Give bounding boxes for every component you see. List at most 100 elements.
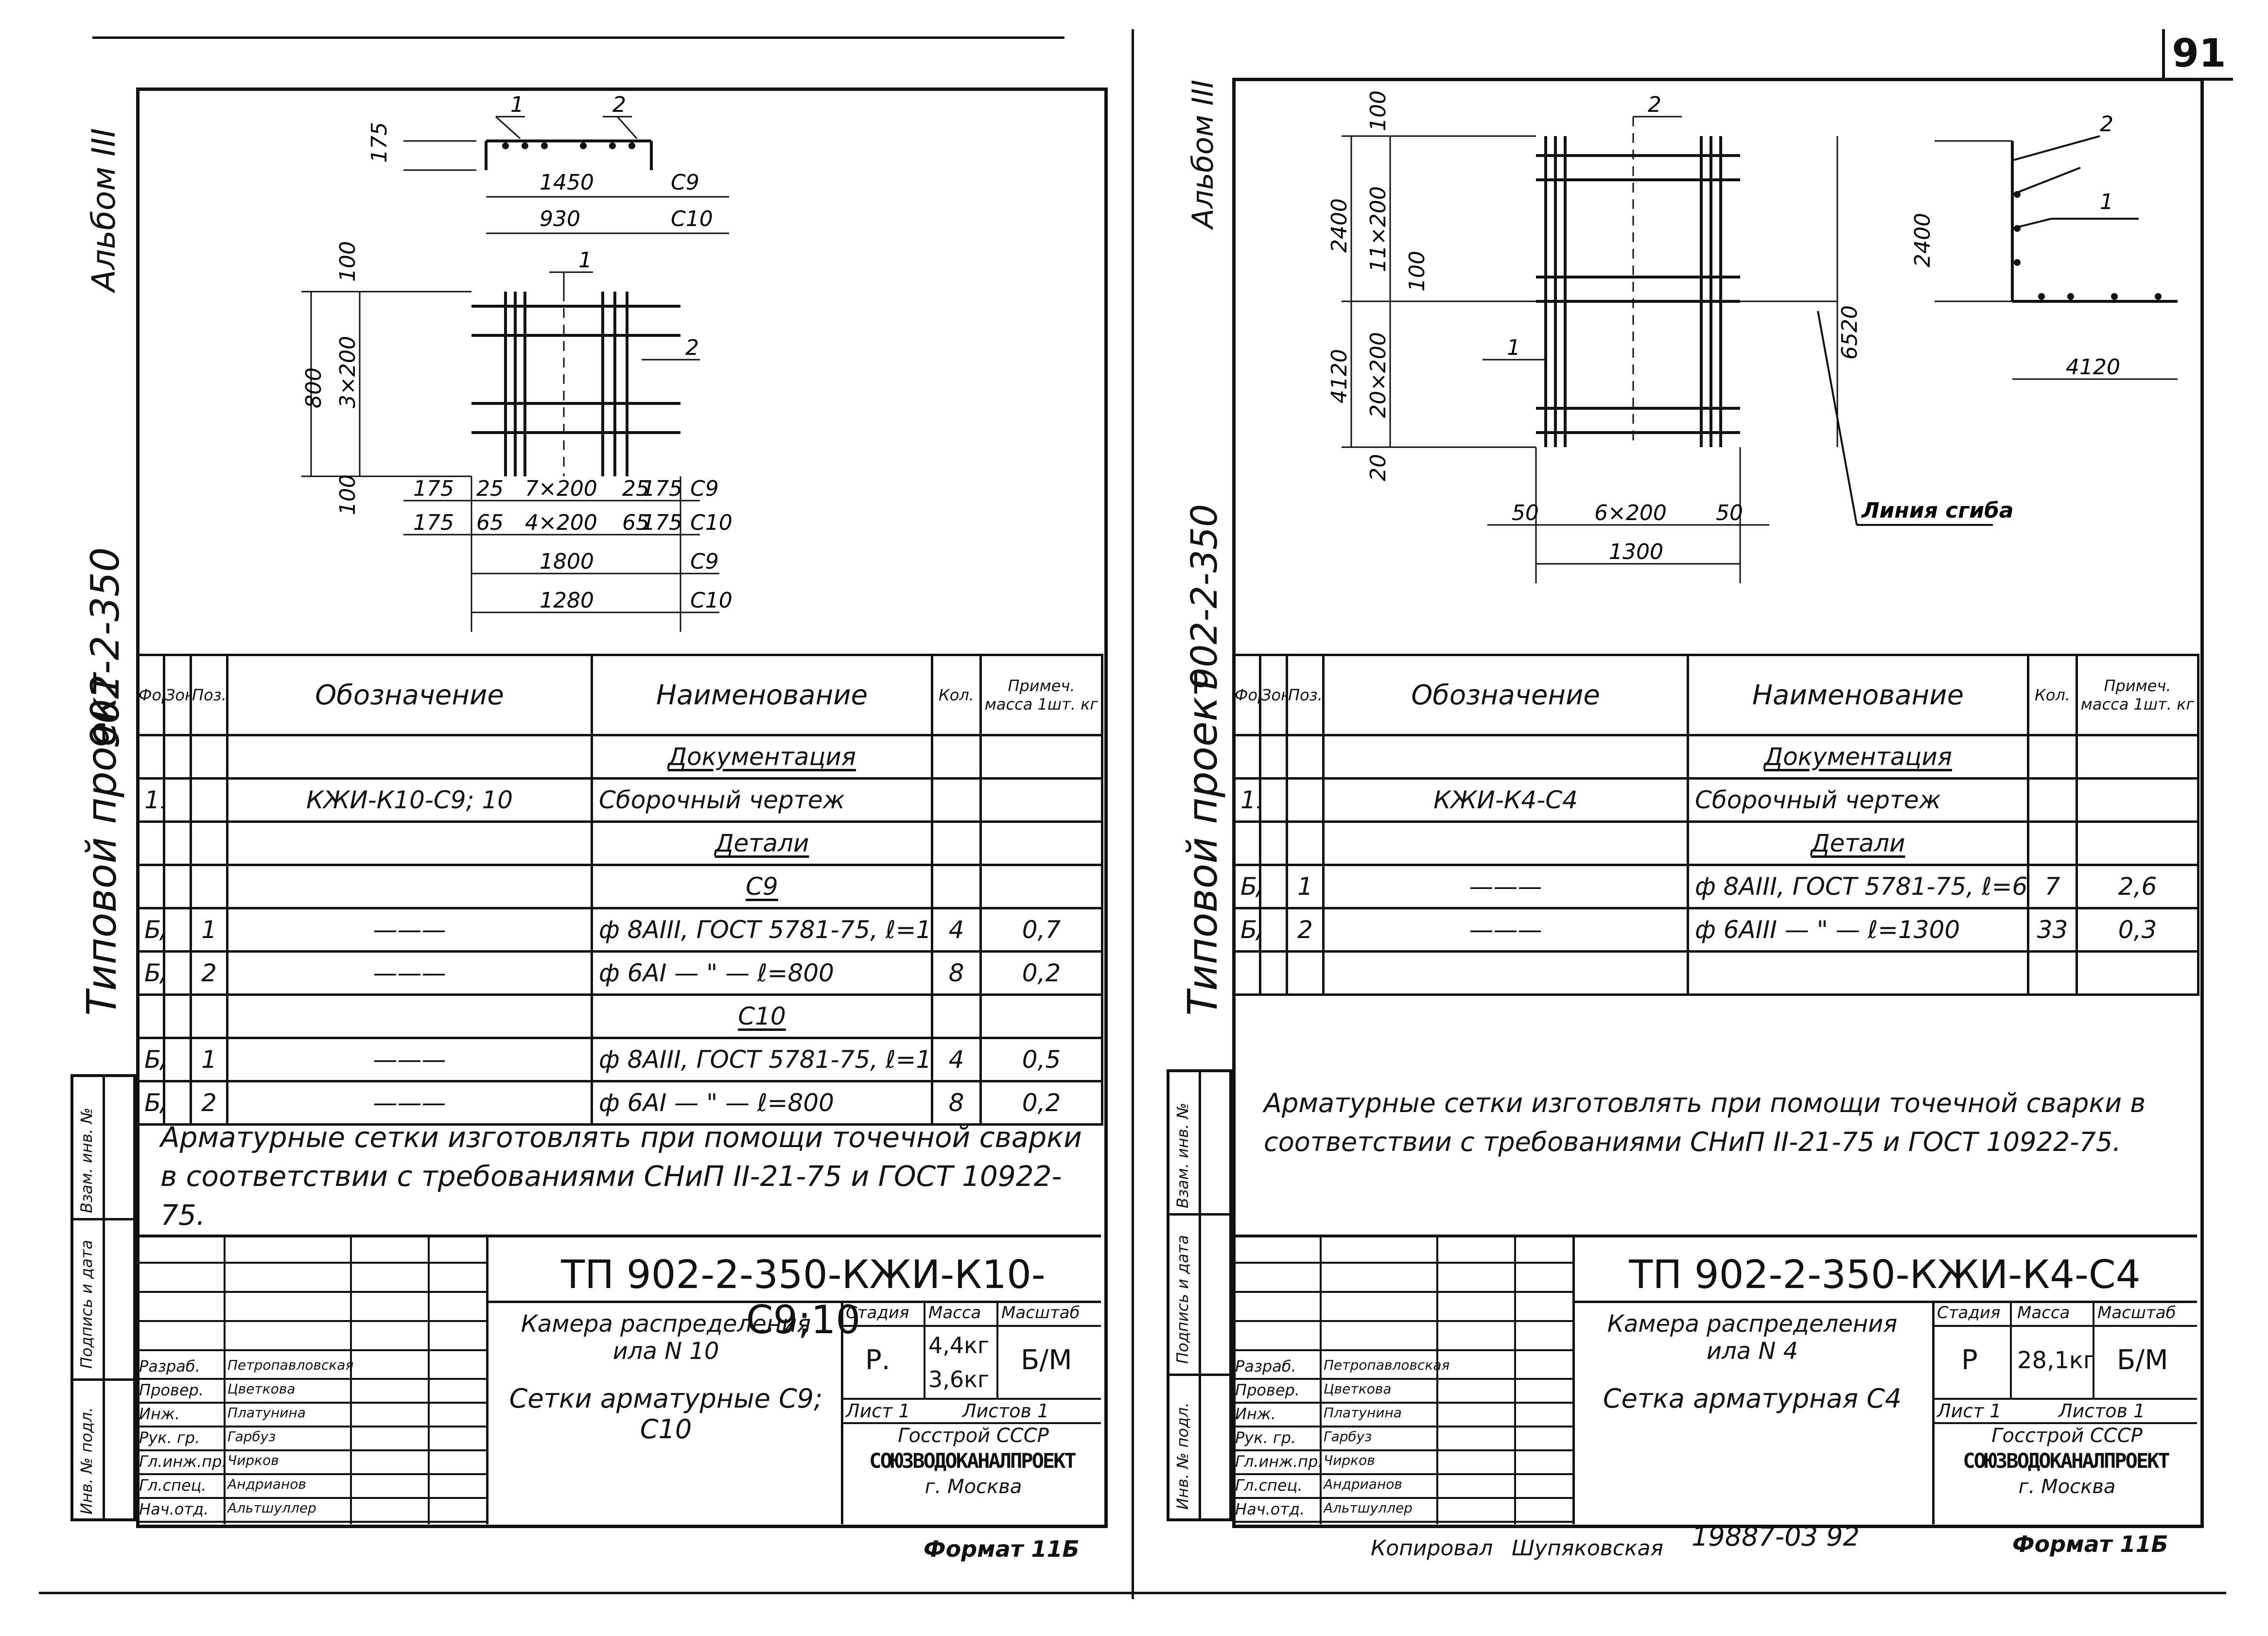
sheet-2-dim: 11×200 — [1366, 186, 1391, 272]
sheet-1-dim: 100 — [335, 474, 360, 515]
sheet-2-dim: 1300 — [1609, 540, 1663, 564]
cell-designation — [226, 864, 593, 909]
col-designation: Обозначение — [226, 654, 593, 736]
sheet-1-dim: 1280 — [540, 588, 594, 613]
sheet-2-margin-inv: Инв. № подл. — [1173, 1402, 1192, 1510]
sheet-1-dim: С10 — [690, 510, 733, 535]
sheet-1-org-3: г. Москва — [925, 1476, 1022, 1498]
cell-zone — [163, 734, 192, 780]
table-row: С10 — [136, 993, 1103, 1039]
cell-qty: 4 — [931, 907, 982, 953]
cell-name: ф 8АIII, ГОСТ 5781-75, ℓ=6520 — [1687, 864, 2029, 909]
sheet-2-margin-replace: Взам. инв. № — [1173, 1102, 1192, 1208]
cell-name-text: С10 — [738, 1002, 786, 1030]
col-note: Примеч. масса 1шт. кг — [979, 654, 1103, 736]
sheet-1-album-label: Альбом III — [85, 128, 122, 292]
sheet-1-spec-table: Формат Зона Поз. Обозначение Наименовани… — [136, 654, 1103, 1126]
sheet-1-dim: 175 — [642, 476, 682, 501]
col-zone: Зона — [163, 654, 192, 736]
sheet-1-org-1: Госстрой СССР — [898, 1425, 1049, 1447]
sheet-2-org-3: г. Москва — [2018, 1476, 2116, 1498]
sheet-2-mesh-drawing: 100 2400 11×200 100 4120 20×200 20 6520 … — [1327, 90, 2178, 583]
cell-zone — [163, 777, 192, 823]
col-format: Формат — [136, 654, 165, 736]
table-row: С9 — [136, 864, 1103, 909]
sheet-2-format: Формат 11Б — [2012, 1531, 2168, 1557]
cell-name: Сборочный чертеж — [591, 777, 933, 823]
cell-qty-text: 8 — [948, 959, 964, 987]
sheet-1-format: Формат 11Б — [924, 1536, 1080, 1562]
stamp-person: Чирков — [227, 1452, 279, 1468]
stamp-role: Рук. гр. — [139, 1428, 200, 1447]
cell-pos — [190, 734, 228, 780]
cell-pos: 2 — [190, 950, 228, 996]
cell-format-text: 11 — [1240, 786, 1258, 814]
stamp-role-row: Гл.инж.пр.Чирков — [1232, 1449, 1572, 1475]
cell-qty-text: 33 — [2037, 916, 2068, 944]
sheet-1-dim: 7×200 — [525, 476, 597, 501]
sheet-2-dim: 50 — [1512, 501, 1539, 525]
cell-qty — [2027, 777, 2078, 823]
cell-name-text: Документация — [1764, 743, 1952, 771]
cell-qty — [2027, 734, 2078, 780]
table-row: Б/ч1———ф 8АIII, ГОСТ 5781-75, ℓ=652072,6 — [1232, 864, 2199, 909]
cell-pos-text: 2 — [201, 1089, 217, 1117]
stamp-person: Гарбуз — [227, 1428, 276, 1445]
sheet-1-scale: Б/М — [1021, 1344, 1072, 1376]
cell-format: Б/ч — [136, 950, 165, 996]
sheet-1-stamp-subtitle: Сетки арматурные С9; С10 — [509, 1383, 823, 1445]
cell-format — [136, 820, 165, 866]
cell-pos — [190, 777, 228, 823]
cell-note — [979, 734, 1103, 780]
cell-name-text: Детали — [715, 829, 809, 857]
sheet-1-dim: С10 — [690, 588, 733, 613]
stamp-role-row: Гл.спец.Андрианов — [1232, 1473, 1572, 1499]
cell-note — [2076, 777, 2199, 823]
sheet-2-dim: 6520 — [1837, 305, 1862, 360]
sheet-2-album-label: Альбом III — [1186, 80, 1220, 228]
cell-note — [2076, 734, 2199, 780]
sheet-1-dim: 175 — [413, 476, 454, 501]
cell-designation — [1322, 820, 1689, 866]
table-row: Документация — [1232, 734, 2199, 780]
cell-name-text: Документация — [668, 743, 856, 771]
cell-format: 11 — [1232, 777, 1261, 823]
cell-qty: 7 — [2027, 864, 2078, 909]
cell-name-text: Сборочный чертеж — [599, 786, 845, 814]
table-row: Б/ч1———ф 8АIII, ГОСТ 5781-75, ℓ=180040,7 — [136, 907, 1103, 953]
stamp-person: Платунина — [1324, 1405, 1402, 1421]
stamp-person: Андрианов — [1324, 1476, 1402, 1492]
sheet-1-stamp-title: Камера распределения ила N 10 — [521, 1310, 811, 1365]
sheet-1-dim: 800 — [301, 367, 326, 408]
cell-format: 11 — [136, 777, 165, 823]
stamp-person: Гарбуз — [1324, 1428, 1372, 1445]
cell-pos: 2 — [190, 1080, 228, 1126]
cell-designation-text: ——— — [373, 916, 446, 944]
sheet-1-dim: С9 — [690, 549, 719, 574]
col-name: Наименование — [591, 654, 933, 736]
stamp-person: Альтшуллер — [227, 1500, 316, 1516]
stamp-role-row: Провер.Цветкова — [136, 1378, 486, 1404]
sheet-1-sheet-label: Лист 1 — [846, 1400, 910, 1422]
sheet-2-callout: 2 — [1648, 92, 1661, 117]
cell-note: 0,2 — [979, 1080, 1103, 1126]
sheet-1-callout: 1 — [578, 248, 592, 273]
sheet-1-dim: 3×200 — [335, 336, 360, 408]
cell-zone — [163, 820, 192, 866]
cell-pos-text: 1 — [1297, 872, 1313, 901]
sheet-2-dim: 2400 — [1910, 213, 1935, 267]
sheet-1-dim: С9 — [671, 170, 699, 195]
sheet-1-margin-replace: Взам. инв. № — [77, 1107, 96, 1213]
cell-designation: ——— — [226, 1037, 593, 1082]
cell-format — [1232, 950, 1261, 996]
col-zone: Зона — [1259, 654, 1288, 736]
sheet-2-copier: Шупяковская — [1512, 1536, 1663, 1561]
stamp-role: Разраб. — [1235, 1357, 1296, 1375]
stamp-role: Инж. — [1235, 1405, 1276, 1423]
sheet-1-margin-sign: Подпись и дата — [77, 1239, 96, 1369]
col-pos: Поз. — [190, 654, 228, 736]
